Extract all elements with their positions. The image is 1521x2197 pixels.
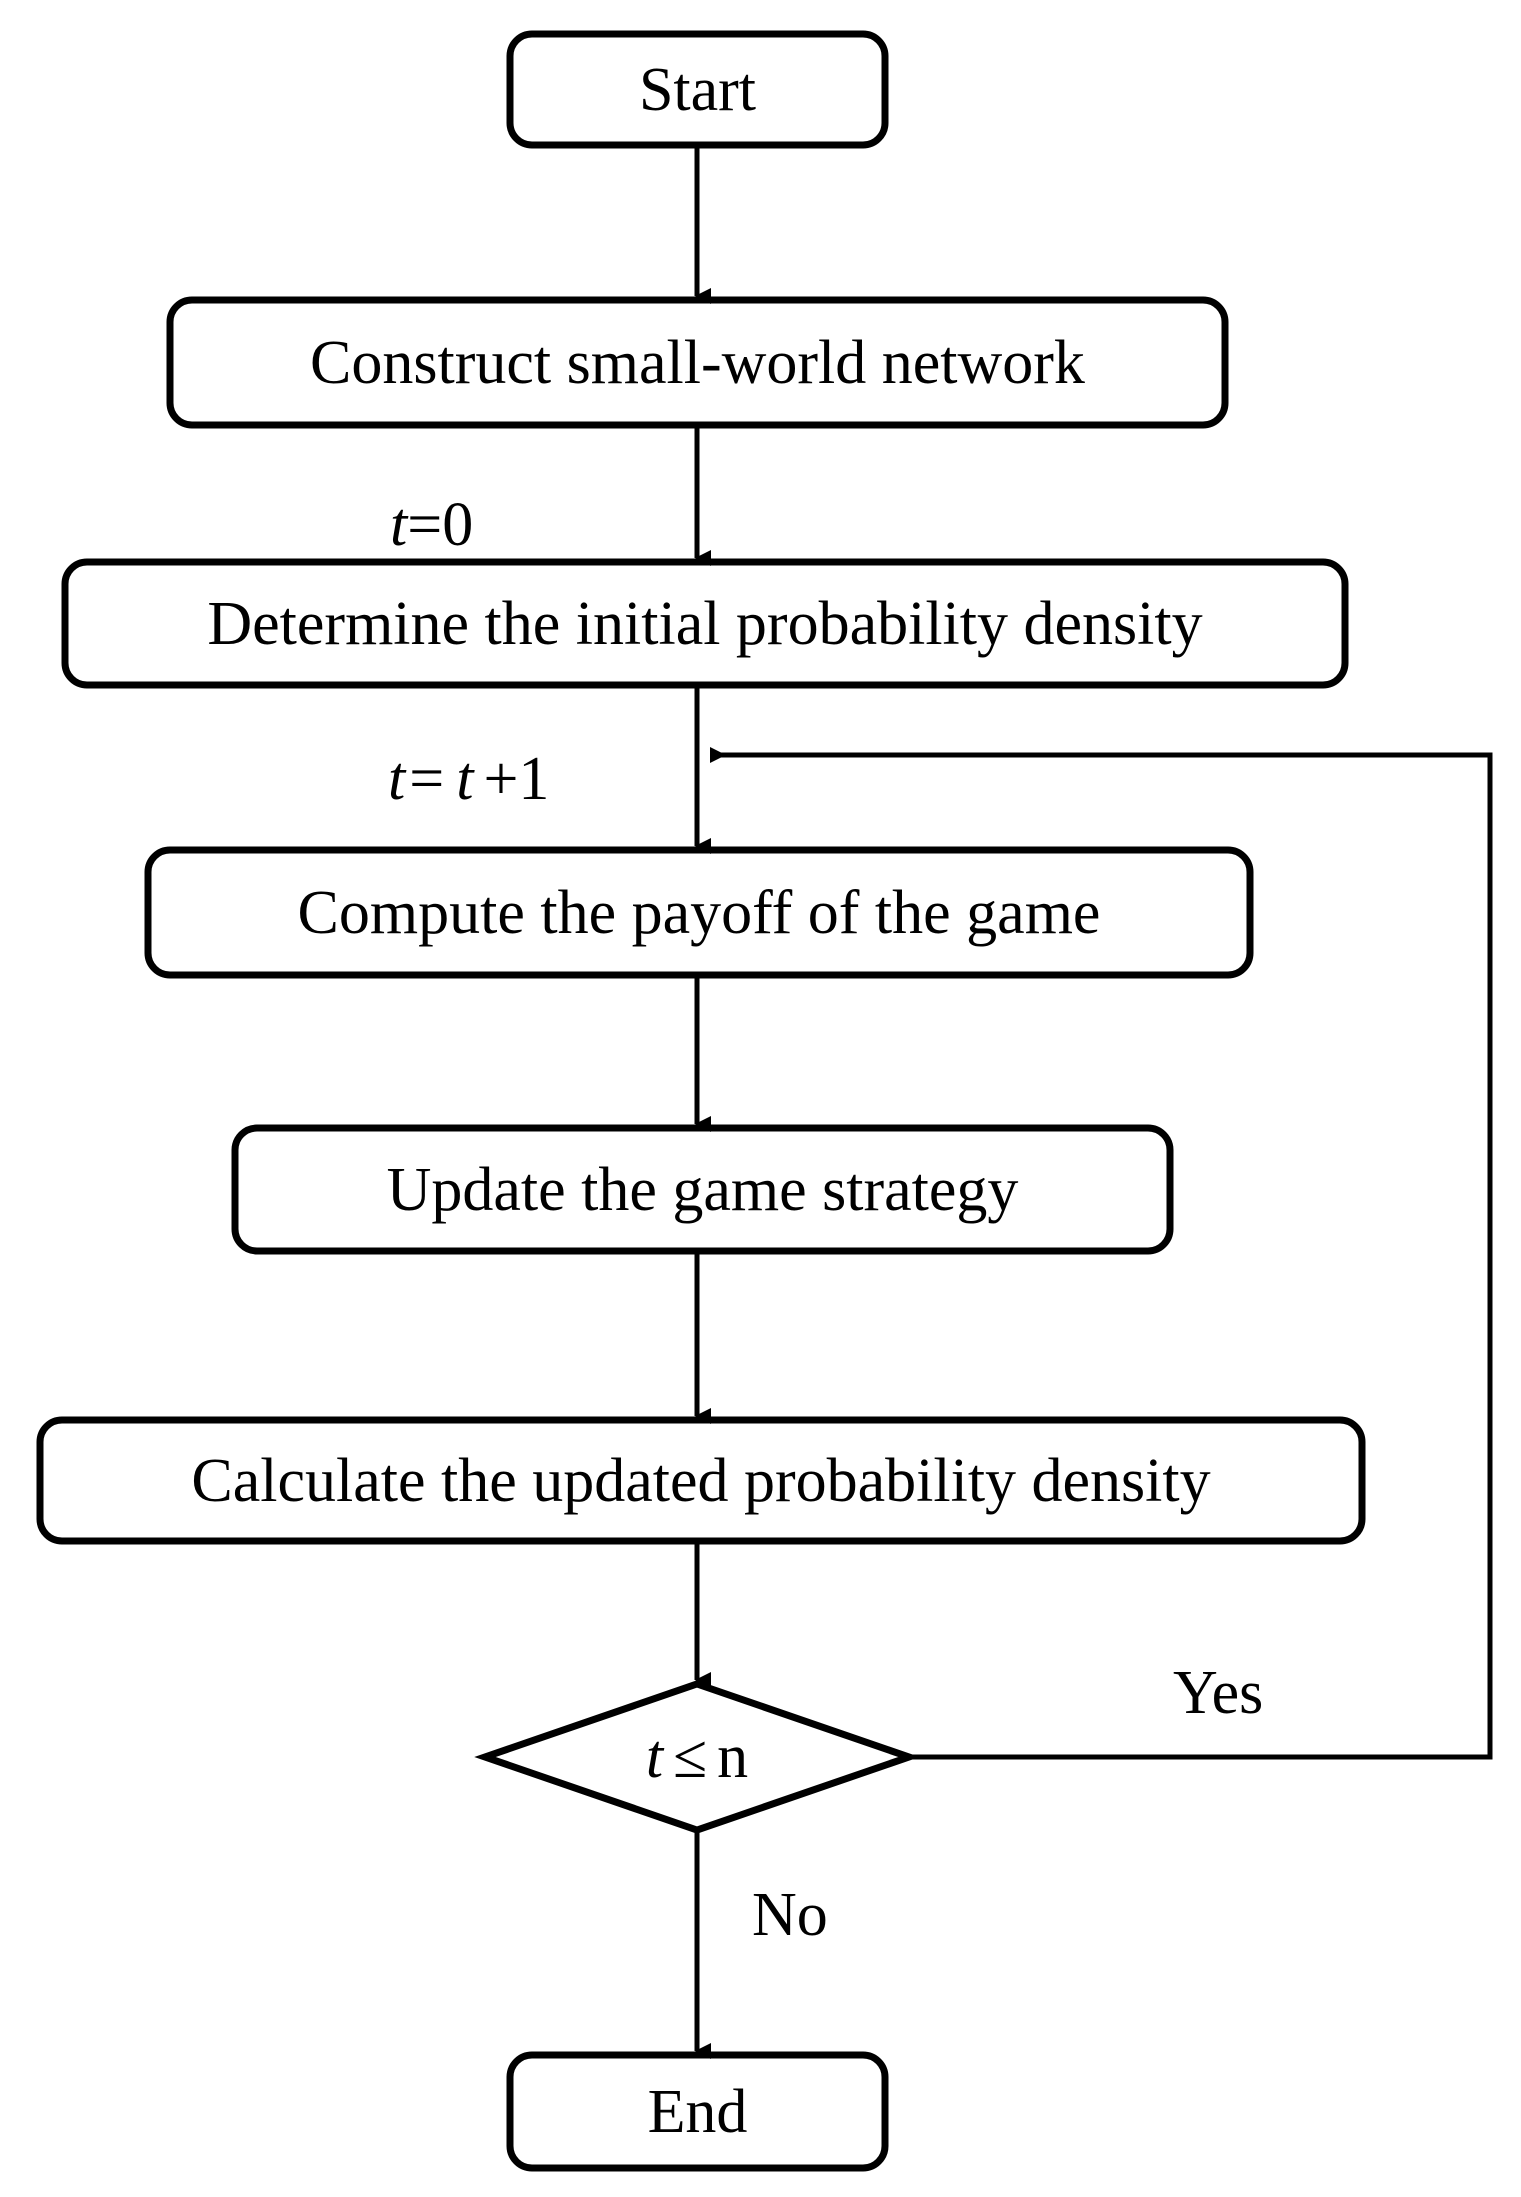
- edge-label-yes-branch: Yes: [1173, 1659, 1264, 1727]
- edge-label-increment-time: t=t+1: [388, 748, 549, 810]
- node-construct-shape[interactable]: [166, 296, 1229, 429]
- increment-time-value: +1: [483, 745, 550, 813]
- node-compute-shape[interactable]: [144, 846, 1254, 979]
- edge-label-init-time: t=0: [390, 494, 473, 556]
- edge-label-no-branch: No: [752, 1881, 828, 1949]
- node-update-shape[interactable]: [231, 1124, 1174, 1255]
- edge-decision-yes-feedback: [710, 747, 1493, 1760]
- init-time-variable: t: [390, 491, 408, 559]
- node-decision-shape[interactable]: [474, 1680, 920, 1834]
- node-end-shape[interactable]: [506, 2051, 889, 2172]
- increment-time-equals: =: [409, 745, 445, 813]
- init-time-value: =0: [407, 491, 474, 559]
- increment-time-variable-right: t: [456, 745, 474, 813]
- node-start-shape[interactable]: [506, 30, 889, 149]
- increment-time-variable-left: t: [388, 745, 406, 813]
- node-calculate-shape[interactable]: [36, 1416, 1366, 1545]
- node-determine-shape[interactable]: [61, 558, 1349, 689]
